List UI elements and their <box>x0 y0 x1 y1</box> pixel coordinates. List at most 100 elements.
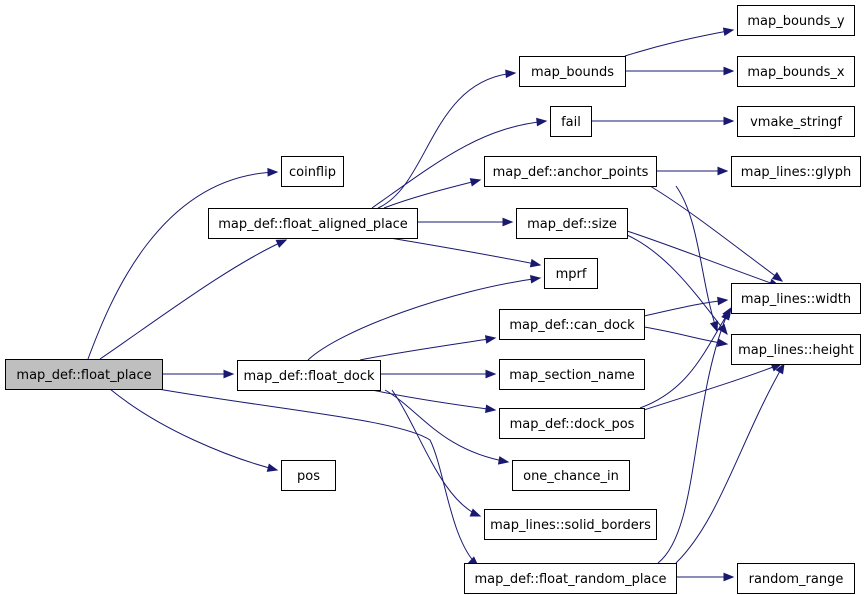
node-size[interactable]: map_def::size <box>516 208 628 239</box>
node-width[interactable]: map_lines::width <box>731 283 861 314</box>
edge-float_place-to-coinflip <box>87 167 279 360</box>
node-label[interactable]: map_def::float_dock <box>243 369 375 384</box>
edge-line <box>643 299 728 317</box>
arrowhead-icon <box>771 271 784 282</box>
arrowhead-icon <box>716 338 729 347</box>
node-box[interactable] <box>208 208 418 239</box>
edge-map_bounds-to-map_bounds_x <box>625 66 735 76</box>
arrowhead-icon <box>529 258 542 268</box>
node-label[interactable]: map_lines::width <box>741 292 851 307</box>
node-box[interactable] <box>499 309 645 340</box>
node-label[interactable]: coinflip <box>289 165 336 180</box>
node-label[interactable]: random_range <box>749 572 844 587</box>
node-label[interactable]: pos <box>297 469 320 484</box>
node-solid_borders[interactable]: map_lines::solid_borders <box>484 509 657 540</box>
edge-float_aligned_place-to-fail <box>371 117 548 209</box>
node-map_bounds_x[interactable]: map_bounds_x <box>737 56 855 87</box>
node-map_bounds[interactable]: map_bounds <box>519 56 626 87</box>
node-box[interactable] <box>544 258 598 289</box>
arrowhead-icon <box>267 167 279 177</box>
node-label[interactable]: map_def::size <box>527 217 617 232</box>
node-box[interactable] <box>484 156 657 187</box>
arrowhead-icon <box>717 166 729 176</box>
node-float_place[interactable]: map_def::float_place <box>5 359 163 390</box>
node-box[interactable] <box>519 56 626 87</box>
arrowhead-icon <box>721 308 730 321</box>
edge-float_dock-to-mprf <box>307 274 542 361</box>
node-vmake_stringf[interactable]: vmake_stringf <box>737 106 855 137</box>
node-float_random_place[interactable]: map_def::float_random_place <box>464 563 677 594</box>
node-fail[interactable]: fail <box>550 106 592 137</box>
node-float_dock[interactable]: map_def::float_dock <box>237 360 381 391</box>
node-box[interactable] <box>512 460 630 491</box>
node-random_range[interactable]: random_range <box>737 563 855 594</box>
node-box[interactable] <box>5 359 163 390</box>
node-label[interactable]: map_lines::glyph <box>741 165 851 180</box>
node-label[interactable]: map_bounds_y <box>747 14 845 29</box>
edge-can_dock-to-height <box>643 326 729 347</box>
node-label[interactable]: one_chance_in <box>523 469 619 484</box>
arrowhead-icon <box>536 117 548 127</box>
node-can_dock[interactable]: map_def::can_dock <box>499 309 645 340</box>
edge-float_dock-to-solid_borders <box>391 389 482 517</box>
arrowhead-icon <box>223 369 235 379</box>
edge-anchor_points-to-height <box>675 185 719 333</box>
node-label[interactable]: map_def::can_dock <box>509 318 635 333</box>
node-label[interactable]: map_def::dock_pos <box>510 417 635 432</box>
arrowhead-icon <box>505 69 517 79</box>
node-box[interactable] <box>281 156 344 187</box>
edge-line <box>377 72 516 209</box>
node-box[interactable] <box>237 360 381 391</box>
node-label[interactable]: fail <box>561 115 581 130</box>
node-box[interactable] <box>499 359 645 390</box>
node-glyph[interactable]: map_lines::glyph <box>731 156 861 187</box>
node-box[interactable] <box>516 208 628 239</box>
node-one_chance_in[interactable]: one_chance_in <box>512 460 630 491</box>
node-float_aligned_place[interactable]: map_def::float_aligned_place <box>208 208 418 239</box>
node-box[interactable] <box>499 408 645 439</box>
node-anchor_points[interactable]: map_def::anchor_points <box>484 156 657 187</box>
node-label[interactable]: map_bounds <box>531 65 614 80</box>
node-box[interactable] <box>484 509 657 540</box>
node-map_section_name[interactable]: map_section_name <box>499 359 645 390</box>
node-box[interactable] <box>737 106 855 137</box>
arrowhead-icon <box>709 320 719 333</box>
node-label[interactable]: map_lines::height <box>738 343 854 358</box>
edge-line <box>109 388 278 471</box>
node-label[interactable]: map_def::anchor_points <box>493 165 649 180</box>
node-coinflip[interactable]: coinflip <box>281 156 344 187</box>
node-label[interactable]: vmake_stringf <box>750 115 842 130</box>
node-label[interactable]: map_bounds_x <box>747 65 845 80</box>
node-box[interactable] <box>737 5 855 36</box>
edge-float_random_place-to-width <box>657 308 730 564</box>
edge-line <box>391 389 481 517</box>
node-box[interactable] <box>731 283 861 314</box>
arrowhead-icon <box>717 296 729 306</box>
node-box[interactable] <box>731 156 861 187</box>
node-label[interactable]: map_def::float_place <box>16 368 151 383</box>
node-label[interactable]: map_section_name <box>509 368 635 383</box>
edge-line <box>371 120 547 209</box>
node-mprf[interactable]: mprf <box>544 258 598 289</box>
node-label[interactable]: map_lines::solid_borders <box>490 518 651 533</box>
node-box[interactable] <box>464 563 677 594</box>
node-label[interactable]: map_def::float_random_place <box>474 572 666 587</box>
edge-line <box>371 389 496 411</box>
arrowhead-icon <box>485 369 497 379</box>
node-height[interactable]: map_lines::height <box>731 334 861 365</box>
node-map_bounds_y[interactable]: map_bounds_y <box>737 5 855 36</box>
node-box[interactable] <box>550 106 592 137</box>
arrowhead-icon <box>717 323 728 336</box>
node-label[interactable]: mprf <box>556 267 587 282</box>
arrowhead-icon <box>266 463 279 472</box>
node-box[interactable] <box>737 56 855 87</box>
node-box[interactable] <box>731 334 861 365</box>
node-label[interactable]: map_def::float_aligned_place <box>218 217 408 232</box>
edge-float_dock-to-one_chance_in <box>384 389 510 465</box>
node-box[interactable] <box>281 460 336 491</box>
edge-float_aligned_place-to-mprf <box>389 237 542 268</box>
node-pos[interactable]: pos <box>281 460 336 491</box>
node-box[interactable] <box>737 563 855 594</box>
edge-line <box>639 307 732 409</box>
node-dock_pos[interactable]: map_def::dock_pos <box>499 408 645 439</box>
